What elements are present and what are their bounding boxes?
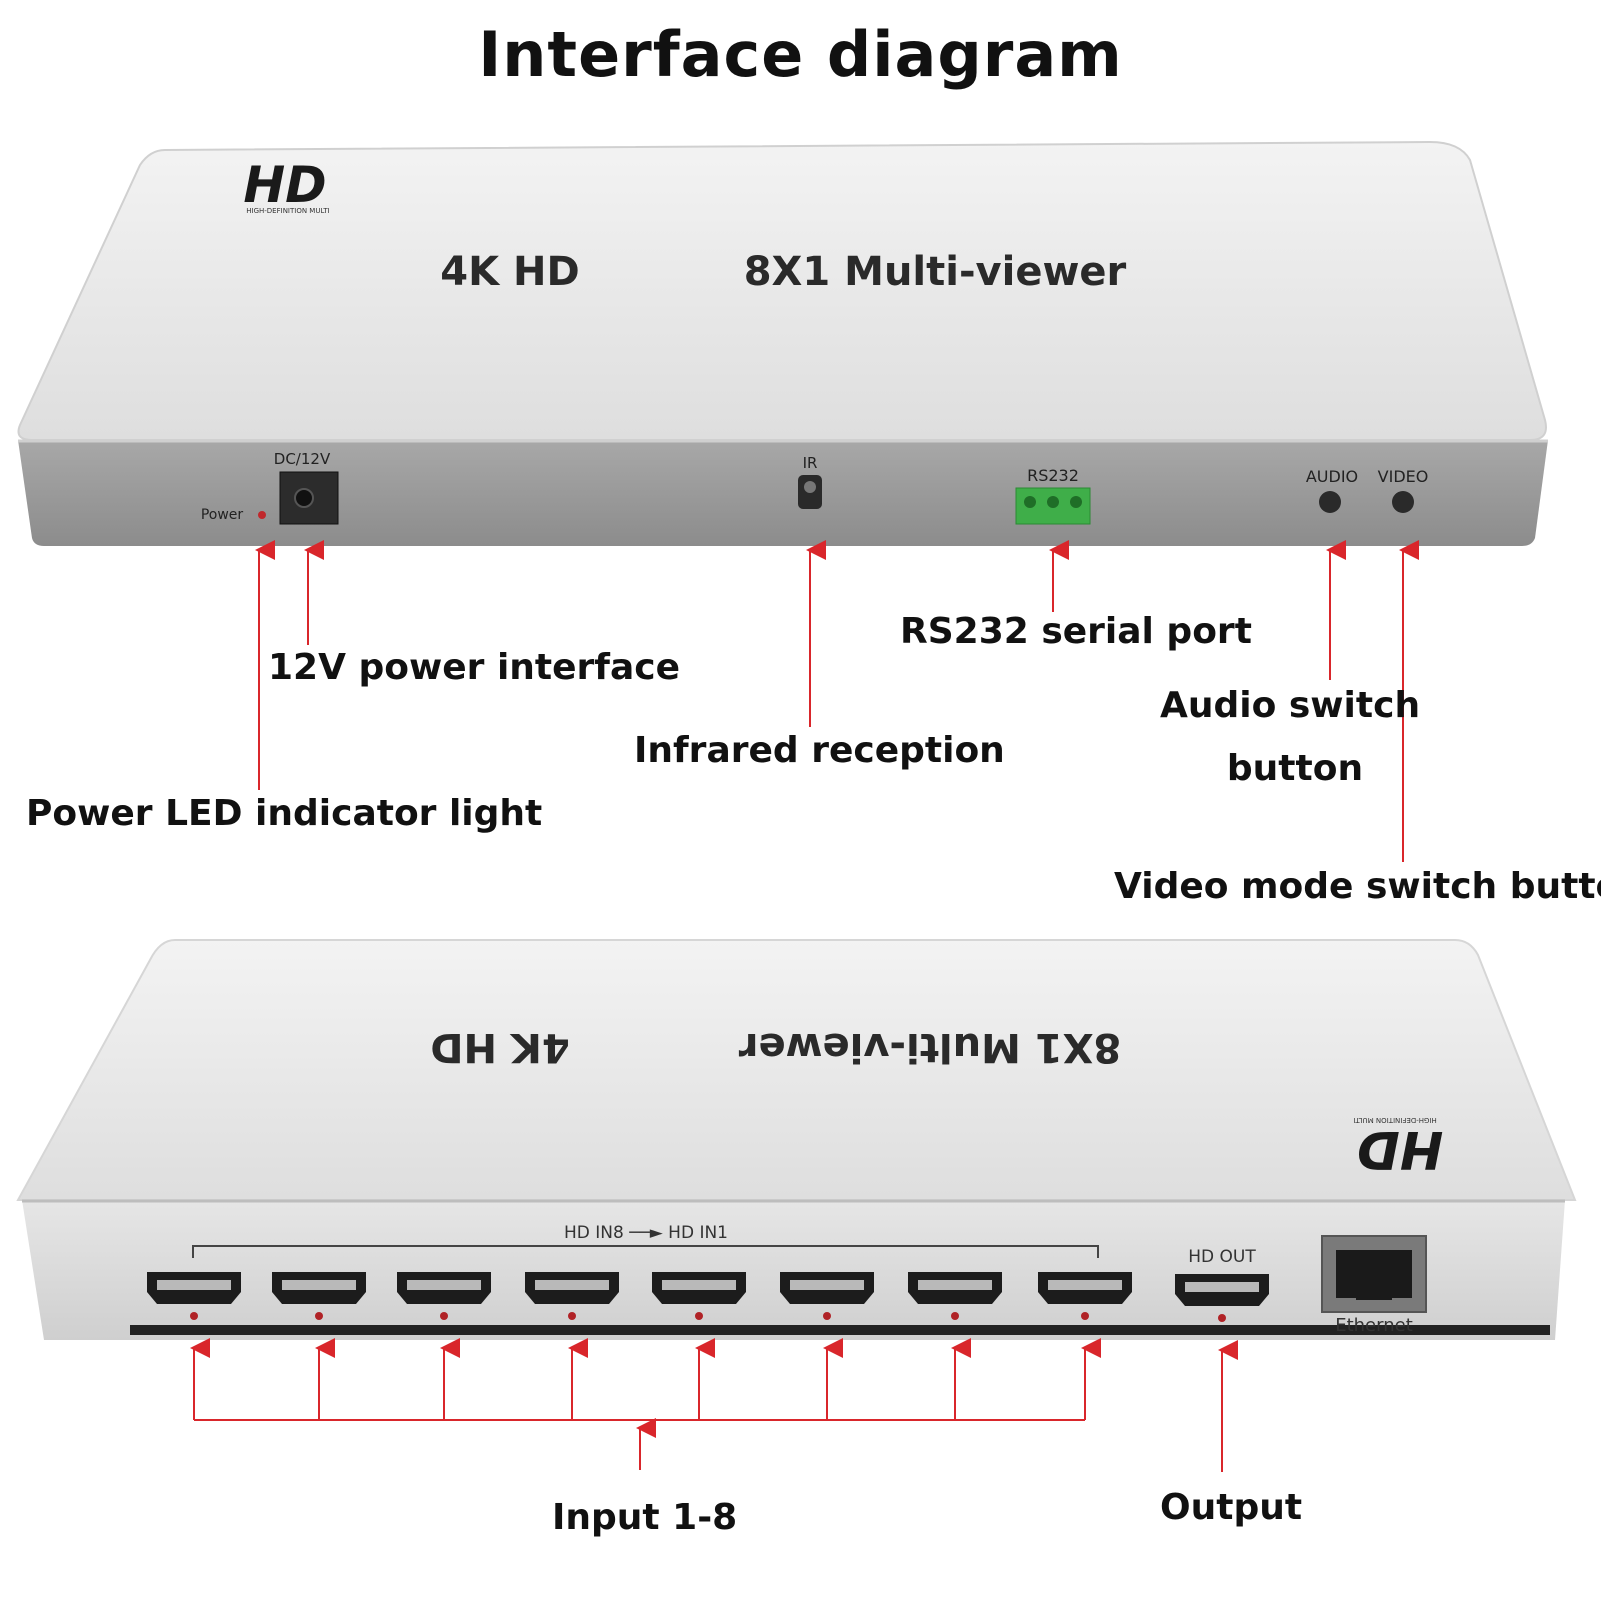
dc-label: DC/12V	[274, 450, 331, 468]
top-device-model-left: 4K HD	[440, 249, 579, 295]
inputs-label: HD IN8 ──► HD IN1	[564, 1223, 728, 1243]
hdmi-port-4	[525, 1272, 619, 1320]
hdmi-port-5	[652, 1272, 746, 1320]
power-led	[258, 511, 266, 519]
power-label: Power	[201, 507, 244, 523]
top-device-logo-sub: HIGH-DEFINITION MULTI	[246, 207, 330, 215]
inputs-callout-bracket	[190, 1338, 1101, 1470]
callout-power-led: Power LED indicator light	[26, 793, 543, 834]
bottom-device-top-surface	[16, 939, 1577, 1201]
bottom-device-model-left: 4K HD	[430, 1024, 569, 1070]
ir-label: IR	[803, 454, 818, 472]
hdmi-port-8	[1038, 1272, 1132, 1320]
callout-audio-line1: Audio switch	[1160, 685, 1421, 726]
callout-rs232: RS232 serial port	[900, 611, 1252, 652]
audio-label: AUDIO	[1306, 467, 1358, 486]
rs232-label: RS232	[1027, 466, 1079, 485]
callout-power-interface: 12V power interface	[268, 647, 681, 688]
bottom-device-logo-sub: HIGH-DEFINITION MULTI	[1353, 1116, 1437, 1124]
top-device-logo: HD	[243, 156, 326, 214]
video-button	[1392, 491, 1414, 513]
bottom-device: 4K HD 8X1 Multi-viewer HD HIGH-DEFINITIO…	[16, 939, 1577, 1340]
ethernet-port	[1321, 1235, 1427, 1313]
hdmi-port-7	[908, 1272, 1002, 1320]
callout-video: Video mode switch button	[1114, 866, 1601, 907]
callout-audio-line2: button	[1226, 748, 1364, 789]
diagram-title: Interface diagram	[478, 18, 1123, 91]
hdmi-port-6	[780, 1272, 874, 1320]
hdmi-port-2	[272, 1272, 366, 1320]
video-label: VIDEO	[1378, 467, 1429, 486]
hdmi-port-1	[147, 1272, 241, 1320]
ethernet-label: Ethernet	[1335, 1315, 1413, 1336]
top-device-model-right: 8X1 Multi-viewer	[744, 249, 1127, 295]
hdmi-output-port	[1175, 1274, 1269, 1322]
audio-button	[1319, 491, 1341, 513]
callout-inputs: Input 1-8	[552, 1497, 738, 1538]
callout-output: Output	[1160, 1487, 1303, 1528]
bottom-device-model-right: 8X1 Multi-viewer	[738, 1024, 1121, 1070]
top-device: HD HIGH-DEFINITION MULTI 4K HD 8X1 Multi…	[17, 140, 1548, 546]
hdmi-inputs	[147, 1272, 1132, 1320]
bottom-device-front-panel	[22, 1200, 1565, 1340]
bottom-device-logo: HD	[1357, 1119, 1444, 1179]
top-device-front-panel	[18, 440, 1548, 546]
callout-infrared: Infrared reception	[634, 730, 1005, 771]
callout-lines	[190, 540, 1419, 1472]
hdmi-port-3	[397, 1272, 491, 1320]
output-port-label: HD OUT	[1188, 1247, 1256, 1267]
